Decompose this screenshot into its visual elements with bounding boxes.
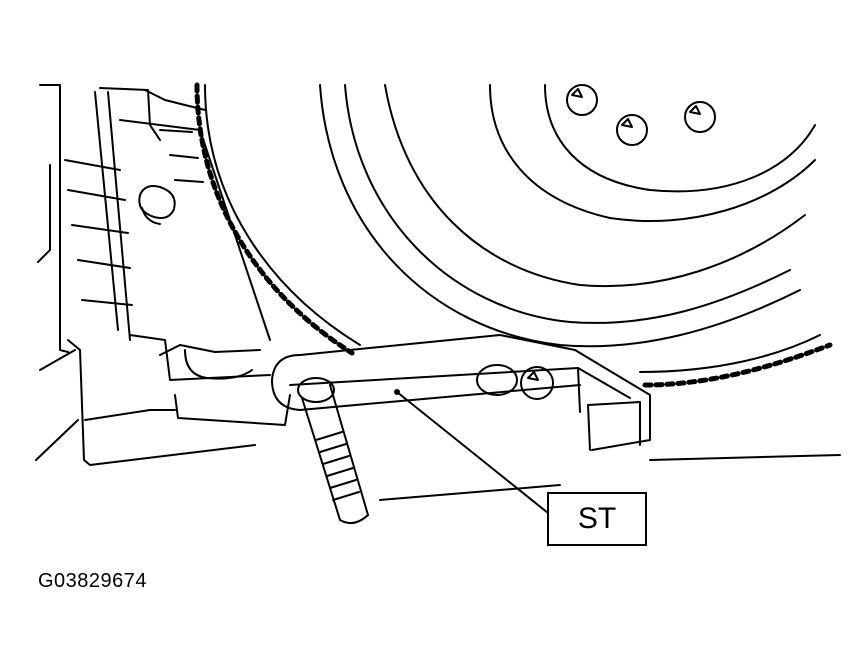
callout-st-label: ST: [547, 492, 647, 546]
special-tool: [271, 334, 651, 451]
engine-housing: [35, 84, 291, 466]
flywheel: [194, 82, 841, 501]
callout-st-text: ST: [577, 502, 617, 535]
tool-bolt: [301, 384, 369, 525]
flywheel-bolts: [566, 84, 716, 146]
callout-leader: [396, 391, 549, 514]
figure-id: G03829674: [38, 570, 148, 592]
